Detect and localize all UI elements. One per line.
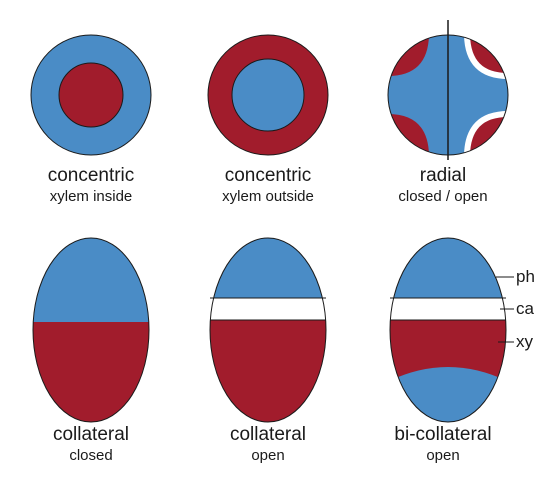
concentric-outside-bundle xyxy=(207,34,329,156)
caption-collateral-open: collateral open xyxy=(183,424,353,465)
caption-subtitle: xylem inside xyxy=(49,188,133,205)
caption-title: concentric xyxy=(224,165,312,186)
phloem-top xyxy=(33,238,149,322)
xylem-bottom xyxy=(33,322,149,422)
caption-subtitle: open xyxy=(251,447,285,464)
caption-subtitle: closed / open xyxy=(398,188,488,205)
xylem-bottom xyxy=(210,320,326,422)
concentric-inside-bundle xyxy=(30,34,152,156)
radial-cambium-bottom xyxy=(464,111,508,155)
cambium-band xyxy=(210,298,326,320)
cambium-band xyxy=(390,298,506,320)
caption-bi-collateral: bi-collateral open xyxy=(358,424,528,465)
outline xyxy=(389,237,507,423)
label-xylem: xy xyxy=(516,332,533,351)
label-cambium: ca xyxy=(516,299,534,318)
collateral-open-bundle xyxy=(209,237,327,423)
radial-cambium-top xyxy=(464,35,508,79)
collateral-closed-bundle xyxy=(32,237,150,423)
caption-title: concentric xyxy=(47,165,135,186)
caption-radial: radial closed / open xyxy=(358,165,528,206)
outline xyxy=(209,237,327,423)
xylem-core xyxy=(58,62,124,128)
caption-title: collateral xyxy=(229,424,307,445)
caption-title: collateral xyxy=(52,424,130,445)
caption-subtitle: xylem outside xyxy=(222,188,314,205)
radial-bundle xyxy=(387,20,509,160)
caption-concentric-inside: concentric xylem inside xyxy=(6,165,176,206)
caption-concentric-outside: concentric xylem outside xyxy=(183,165,353,206)
caption-title: bi-collateral xyxy=(394,424,492,445)
phloem-core xyxy=(231,58,305,132)
caption-title: radial xyxy=(419,165,467,186)
caption-subtitle: open xyxy=(426,447,460,464)
outline xyxy=(32,237,150,423)
label-phloem: ph xyxy=(516,267,535,286)
caption-collateral-closed: collateral closed xyxy=(6,424,176,465)
caption-subtitle: closed xyxy=(69,447,113,464)
bi-collateral-bundle xyxy=(389,237,514,423)
phloem-bottom xyxy=(390,367,506,422)
